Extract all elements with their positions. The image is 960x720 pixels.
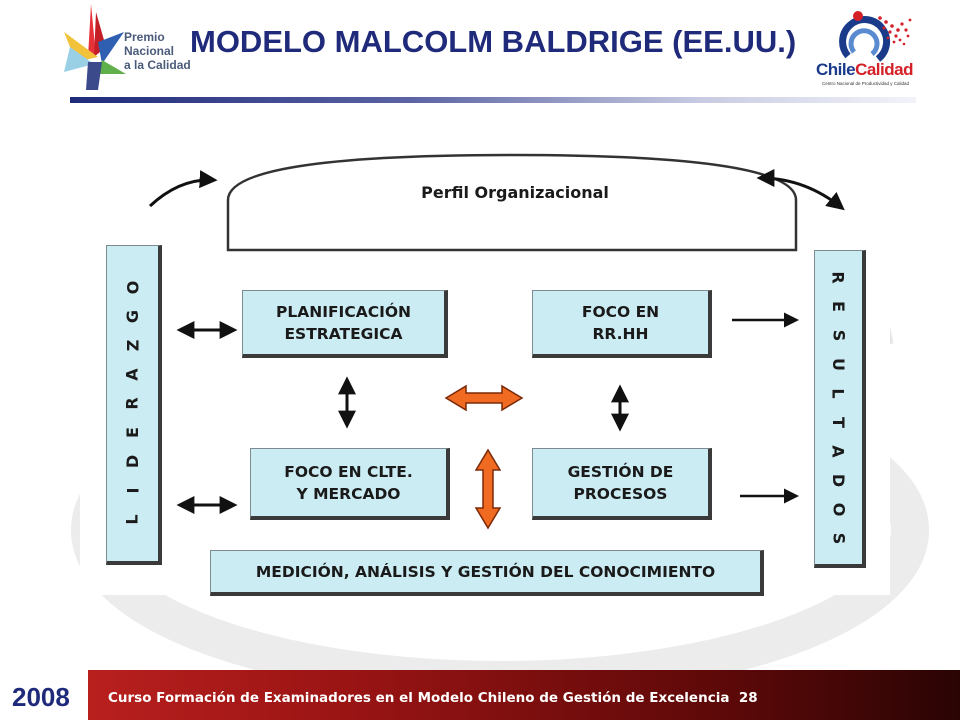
liderazgo-letter: I <box>122 487 142 494</box>
course-title: Curso Formación de Examinadores en el Mo… <box>108 690 730 706</box>
foco-clte-line-2: Y MERCADO <box>296 484 401 503</box>
premio-nacional-logo-icon <box>64 4 126 90</box>
resultados-letter: T <box>828 416 848 428</box>
gestion-line-1: GESTIÓN DE <box>567 462 674 481</box>
medicion-analisis-box: MEDICIÓN, ANÁLISIS Y GESTIÓN DEL CONOCIM… <box>210 550 764 596</box>
liderazgo-letter: O <box>122 280 142 295</box>
page-number: 28 <box>738 690 758 706</box>
title-rule <box>70 97 916 103</box>
foco-clte-line-1: FOCO EN CLTE. <box>284 462 413 481</box>
liderazgo-letter: G <box>122 309 142 324</box>
liderazgo-letter: R <box>122 397 142 410</box>
premio-nacional-logo-text: Premio Nacional a la Calidad <box>124 30 191 72</box>
foco-rrhh-line-1: FOCO EN <box>581 302 660 321</box>
chilecalidad-logo-text: ChileCalidad <box>816 60 913 80</box>
orange-horizontal-arrow <box>444 384 524 412</box>
planificacion-line-2: ESTRATEGICA <box>284 324 403 343</box>
liderazgo-letter: Z <box>122 339 142 352</box>
gestion-procesos-box: GESTIÓN DE PROCESOS <box>532 448 712 520</box>
resultados-letter: D <box>829 473 848 487</box>
footer-bar <box>88 670 960 720</box>
resultados-letter: E <box>829 300 848 312</box>
perfil-organizacional-label: Perfil Organizacional <box>421 183 609 202</box>
logo-calidad: Calidad <box>855 60 913 79</box>
medicion-label: MEDICIÓN, ANÁLISIS Y GESTIÓN DEL CONOCIM… <box>255 562 716 581</box>
logo-chile: Chile <box>816 60 856 79</box>
gestion-line-2: PROCESOS <box>573 484 668 503</box>
liderazgo-box: O G Z A R E D I L <box>106 245 162 565</box>
curved-arrow-left <box>148 170 218 208</box>
chilecalidad-logo-icon <box>839 11 912 62</box>
resultados-letter: U <box>829 357 848 371</box>
chilecalidad-logo-tagline: Centro Nacional de Productividad y Calid… <box>822 81 910 86</box>
logo-line-3: a la Calidad <box>124 58 191 72</box>
resultados-letter: R <box>828 270 848 284</box>
resultados-letter: S <box>829 329 848 341</box>
footer-text: Curso Formación de Examinadores en el Mo… <box>108 690 868 706</box>
perfil-organizacional-dome <box>226 153 798 252</box>
resultados-box: R E S U L T A D O S <box>814 250 866 568</box>
orange-vertical-arrow <box>474 448 502 530</box>
foco-rrhh-line-2: RR.HH <box>592 324 649 343</box>
liderazgo-letter: L <box>122 514 142 525</box>
foco-rrhh-box: FOCO EN RR.HH <box>532 290 712 358</box>
resultados-letter: O <box>828 502 848 516</box>
resultados-letter: L <box>828 387 848 399</box>
liderazgo-letter: E <box>123 427 142 438</box>
logo-line-2: Nacional <box>124 44 175 58</box>
foco-clte-mercado-box: FOCO EN CLTE. Y MERCADO <box>250 448 450 520</box>
resultados-letter: A <box>828 444 848 458</box>
planificacion-line-1: PLANIFICACIÓN <box>276 302 411 321</box>
planificacion-estrategica-box: PLANIFICACIÓN ESTRATEGICA <box>242 290 448 358</box>
liderazgo-letter: A <box>122 368 142 381</box>
liderazgo-letter: D <box>123 454 142 469</box>
year-label: 2008 <box>12 682 70 712</box>
logo-line-1: Premio <box>124 30 165 44</box>
page-title: MODELO MALCOLM BALDRIGE (EE.UU.) <box>190 24 797 59</box>
resultados-letter: S <box>829 532 848 544</box>
curved-arrow-right <box>756 169 845 211</box>
